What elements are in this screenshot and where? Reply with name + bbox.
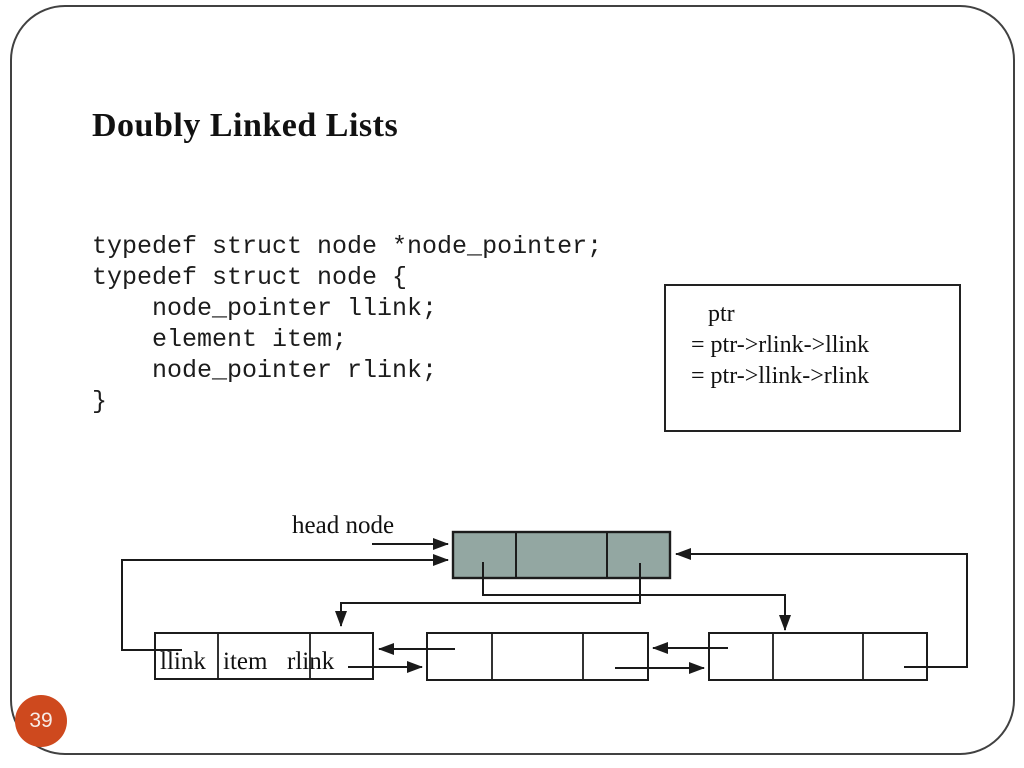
ptr-note-line-3: = ptr->llink->rlink xyxy=(691,363,870,389)
slide-border xyxy=(10,5,1015,755)
ptr-note-box: ptr = ptr->rlink->llink = ptr->llink->rl… xyxy=(664,284,961,432)
ptr-note-line-1: ptr xyxy=(708,301,735,327)
page-number: 39 xyxy=(29,709,53,732)
arrow-node3-rlink-to-head xyxy=(675,548,968,668)
node-3-box xyxy=(708,632,928,681)
ptr-note-line-2: = ptr->rlink->llink xyxy=(691,332,870,358)
code-block: typedef struct node *node_pointer; typed… xyxy=(92,232,603,416)
head-node-label: head node xyxy=(292,512,395,539)
node-2-box xyxy=(426,632,649,681)
arrow-head-llink-to-node3 xyxy=(482,562,791,631)
node-1-box xyxy=(154,632,374,680)
arrow-head-rlink-to-node1 xyxy=(335,563,641,627)
arrow-node1-llink-to-head xyxy=(121,554,449,651)
field-label-item: item xyxy=(223,648,268,675)
field-label-rlink: rlink xyxy=(287,648,335,675)
page-number-badge: 39 xyxy=(15,695,67,747)
field-label-llink: llink xyxy=(160,648,206,675)
head-node-box xyxy=(451,530,672,580)
page-title: Doubly Linked Lists xyxy=(92,107,399,144)
